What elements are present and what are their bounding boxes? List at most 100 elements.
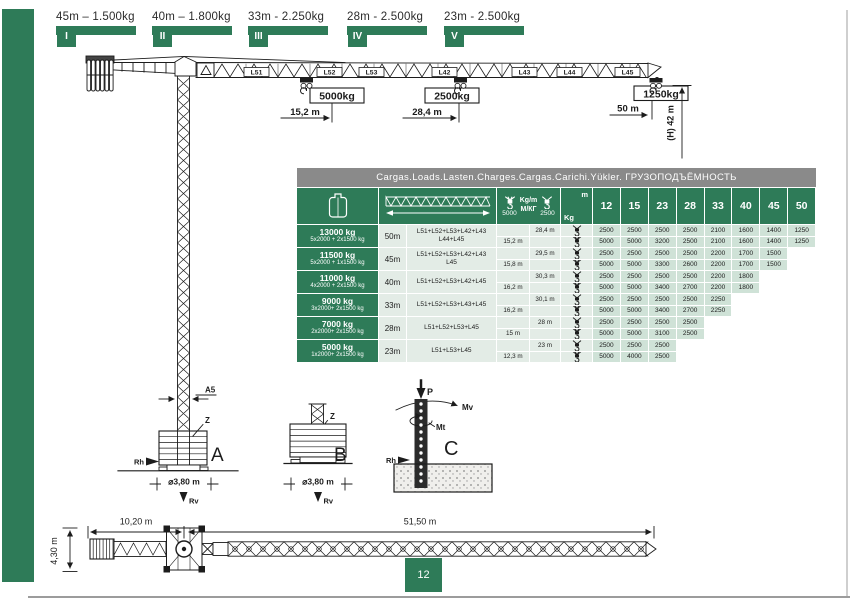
height-dimension: (H) 42 m	[666, 85, 692, 159]
plan-jib-ring	[260, 546, 266, 552]
config-bar: I	[56, 26, 136, 47]
tower-lattice-dot	[419, 437, 423, 441]
jib-section-box	[431, 67, 458, 77]
jib-length: 28m	[379, 317, 406, 339]
jib-truss-icon	[385, 195, 490, 216]
config-numeral: IV	[348, 26, 367, 47]
radius-cell-blank	[530, 282, 560, 293]
load-cell: 2500	[648, 225, 676, 236]
load-cell: 4000	[620, 351, 648, 362]
hook-cell	[561, 236, 592, 247]
capacity-value: 9000 kg	[321, 296, 354, 307]
load-cell: 5000	[593, 259, 620, 270]
tower-head	[174, 55, 346, 78]
jib-sections: L51+L52+L53+L42+L45	[407, 271, 496, 293]
load-cell: 2500	[620, 317, 648, 328]
load-cell: 5000	[620, 259, 648, 270]
load-point-tip: 1250kg 50 m	[609, 85, 689, 120]
plan-jib-ring	[596, 546, 602, 552]
radius-load-diagonal-cell: m Kg	[561, 188, 592, 224]
rh-label: Rh	[134, 458, 144, 467]
radius-2500: 23 m	[530, 340, 560, 351]
load-cell: 2500	[620, 271, 648, 282]
lattice-pattern	[289, 429, 347, 453]
plan-jib-ring	[400, 546, 406, 552]
tower-lattice-dot	[419, 472, 423, 476]
load-cell: 5000	[620, 328, 648, 339]
radius-cell-blank	[497, 294, 529, 305]
config-bar: IV	[347, 26, 427, 47]
jib-section-label: L43	[519, 70, 531, 77]
radius-cell-blank	[530, 236, 560, 247]
load-cell: 1500	[760, 248, 788, 259]
hook-cell	[561, 259, 592, 270]
load-cell: 2500	[648, 294, 676, 305]
load-cell: 2500	[676, 317, 704, 328]
radius-cell-blank	[497, 317, 529, 328]
load-cell: 2700	[676, 305, 704, 316]
trolley	[300, 78, 313, 83]
load-cell: 3200	[648, 236, 676, 247]
jib-length: 33m	[379, 294, 406, 316]
ballast-value: 3x2000+ 2x1500 kg	[311, 306, 364, 313]
counterweight-blocks	[85, 55, 115, 92]
plan-width-dim: 4,30 m	[49, 537, 59, 565]
capacity-value: 11000 kg	[319, 273, 356, 284]
plan-front-dim: 51,50 m	[404, 517, 437, 527]
load-cell: 2500	[676, 328, 704, 339]
load-cell: 2500	[676, 225, 704, 236]
capacity-value: 11500 kg	[319, 250, 356, 261]
load-cell: 2500	[648, 351, 676, 362]
config-numeral: V	[445, 26, 464, 47]
ballast-value: 5x2000 + 1x1500 kg	[310, 260, 365, 267]
hook-cell	[561, 351, 592, 362]
hook-pulley	[306, 82, 313, 89]
hook-4-fall-icon	[572, 305, 581, 316]
tower-lattice-dot	[419, 409, 423, 413]
jib-section-label: L53	[366, 70, 378, 77]
radius-5000: 12,3 m	[497, 351, 529, 362]
hook-cell	[561, 328, 592, 339]
load-cell: 2200	[704, 248, 732, 259]
hook-capacity-cell: 5000 Kg/m М/КГ 2500	[497, 188, 560, 224]
plan-jib-ring	[414, 546, 420, 552]
hook-cell	[561, 282, 592, 293]
config-numeral: I	[57, 26, 76, 47]
ballast-z-label: Z	[205, 416, 210, 425]
radius-col-header: 28	[676, 188, 704, 224]
hook-2-fall-icon	[572, 317, 581, 328]
radius-cell-blank	[530, 305, 560, 316]
diagram-c-letter: C	[444, 438, 458, 460]
load-cell: 1700	[732, 248, 760, 259]
tower-width-label: A5	[205, 386, 216, 395]
page-number: 12	[417, 569, 430, 581]
tower-lattice-dot	[419, 444, 423, 448]
load-cell: 1700	[732, 259, 760, 270]
plan-jib-ring	[302, 546, 308, 552]
hook-pulley	[656, 82, 662, 89]
config-numeral: II	[153, 26, 172, 47]
plan-jib-ring	[442, 546, 448, 552]
diagram-a: A5 Z Rh A ⌀3,80 m Rv	[117, 75, 239, 506]
load-cell: 2500	[593, 340, 620, 351]
hook-4-fall-icon	[572, 351, 581, 362]
hook-cell	[561, 248, 592, 259]
hook-4-fall-icon	[572, 282, 581, 293]
radius-col-header: 23	[648, 188, 676, 224]
load-point-5000: 5000kg 15,2 m	[280, 87, 365, 123]
left-margin-bar	[2, 9, 34, 582]
mt-torque-label: Mt	[436, 423, 446, 432]
load-cell: 2200	[704, 282, 732, 293]
config-label: 45m – 1.500kg	[56, 11, 135, 23]
plan-jib-ring	[526, 546, 532, 552]
aux-hook-capacity: 2500	[540, 209, 555, 217]
plan-jib-ring	[274, 546, 280, 552]
height-label: (H) 42 m	[666, 105, 676, 141]
plan-jib-ring	[428, 546, 434, 552]
